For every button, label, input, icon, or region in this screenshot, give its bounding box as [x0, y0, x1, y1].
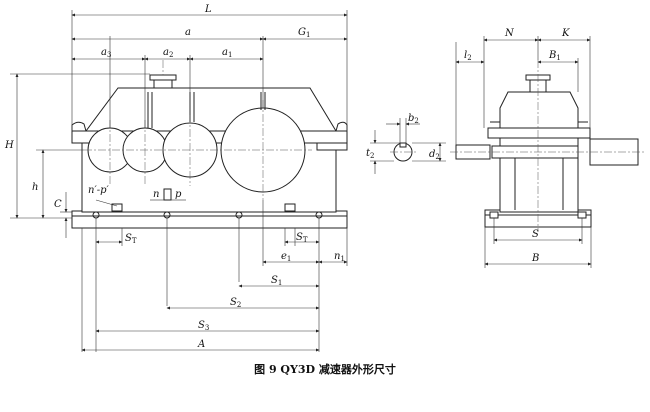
- front-right-lug: [335, 121, 348, 132]
- label-B: B: [531, 253, 539, 264]
- label-N: N: [504, 28, 515, 39]
- label-ST-right: ST: [296, 232, 308, 244]
- label-t2: t2: [366, 148, 375, 160]
- front-labels: L a G1 a3 a2 a1 H h C n′-p′ n p ST ST e1…: [4, 4, 345, 350]
- front-breather-cap: [149, 74, 177, 81]
- p-slot: [163, 188, 172, 201]
- label-l2: l2: [464, 50, 472, 62]
- side-foot-bolt-left: [489, 211, 499, 219]
- label-n1: n1: [334, 251, 345, 263]
- label-a1: a1: [222, 47, 232, 59]
- label-n: n: [153, 189, 159, 200]
- front-view: [71, 60, 348, 229]
- label-S1: S1: [271, 275, 282, 287]
- label-C: C: [54, 199, 62, 210]
- label-K: K: [561, 28, 570, 39]
- front-base-plate: [71, 210, 348, 229]
- foot-bolt-1: [111, 203, 123, 212]
- side-view: [450, 60, 645, 232]
- figure-caption: 图 9 QY3D 减速器外形尺寸: [254, 363, 396, 376]
- label-S: S: [532, 229, 539, 240]
- label-B1: B1: [548, 50, 561, 62]
- label-a: a: [185, 27, 191, 38]
- front-shaft-stub: [316, 142, 348, 151]
- label-a2: a2: [163, 47, 173, 59]
- front-upper-cover: [85, 87, 337, 132]
- front-left-lug: [71, 121, 87, 132]
- keyway-detail: b2 t2 d2: [366, 113, 446, 174]
- label-L: L: [204, 4, 212, 15]
- label-S2: S2: [230, 297, 241, 309]
- label-ST-left: ST: [125, 233, 137, 245]
- side-upper-body: [499, 91, 579, 151]
- label-h: h: [32, 182, 38, 193]
- label-H: H: [4, 140, 14, 151]
- label-e1: e1: [281, 251, 291, 263]
- label-np-prime: n′-p′: [88, 185, 109, 196]
- label-b2: b2: [408, 113, 419, 125]
- side-foot-bolt-right: [577, 211, 587, 219]
- foot-bolt-2: [284, 203, 296, 212]
- front-dimensions: [10, 10, 348, 352]
- label-p: p: [175, 189, 182, 200]
- shaft-key-slot: [399, 142, 407, 148]
- side-flange: [487, 127, 591, 139]
- label-A: A: [197, 339, 205, 350]
- side-lower-body: [499, 149, 579, 213]
- label-S3: S3: [198, 320, 209, 332]
- label-a3: a3: [101, 47, 111, 59]
- label-d2: d2: [429, 149, 440, 161]
- label-G1: G1: [298, 27, 310, 39]
- side-dimensions: N K l2 B1 S B: [455, 28, 592, 268]
